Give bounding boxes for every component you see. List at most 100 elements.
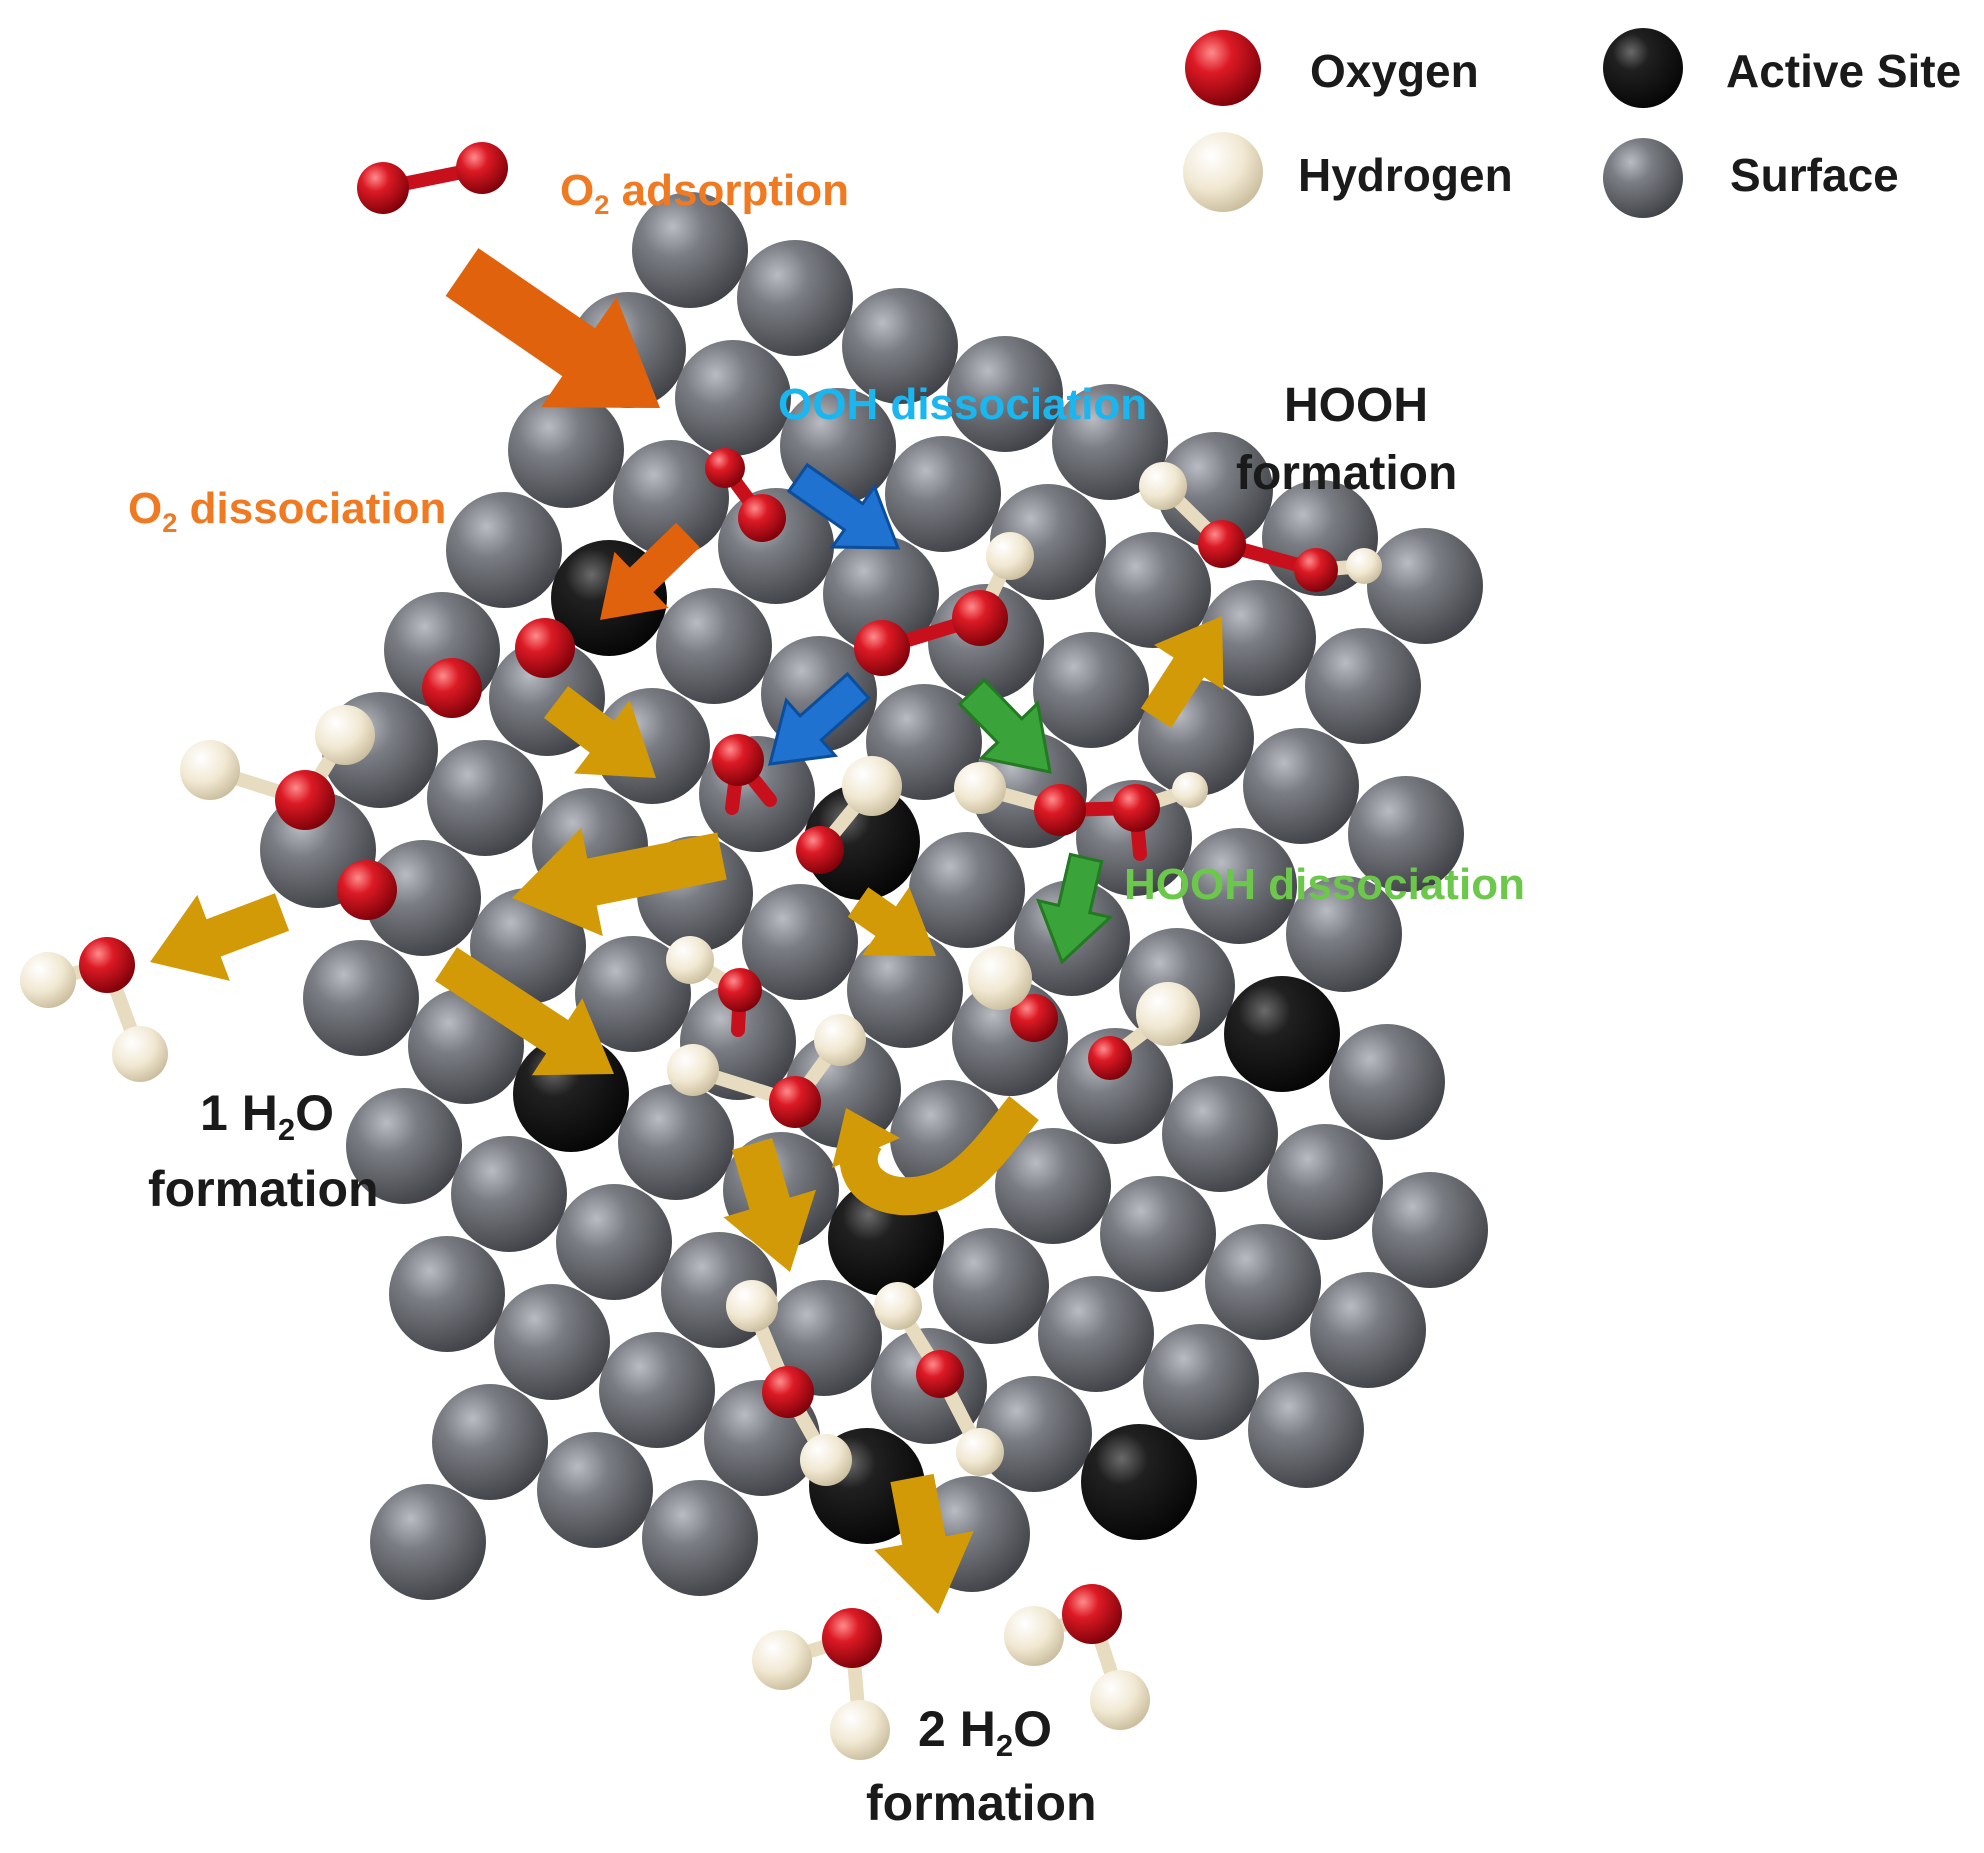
- legend-surface-icon: [1603, 138, 1683, 218]
- legend-active-site-icon: [1603, 28, 1683, 108]
- oxygen-atom: [456, 142, 508, 194]
- hydrogen-atom: [842, 756, 902, 816]
- hydrogen-atom: [180, 740, 240, 800]
- surface-atom: [613, 440, 729, 556]
- oxygen-atom: [738, 494, 786, 542]
- surface-atom: [642, 1480, 758, 1596]
- hydrogen-atom: [830, 1700, 890, 1760]
- one-h2o-label-line1: 1 H2O: [200, 1085, 334, 1147]
- hydrogen-atom: [814, 1014, 866, 1066]
- oxygen-atom: [705, 448, 745, 488]
- two-h2o-desorption-arrow: [874, 1473, 974, 1614]
- surface-atom: [823, 536, 939, 652]
- legend-oxygen-label: Oxygen: [1310, 45, 1479, 97]
- oxygen-atom: [712, 734, 764, 786]
- oh-migration-arrow: [512, 827, 727, 937]
- curved-oh-arrow-head: [832, 1108, 900, 1168]
- surface-atom: [1310, 1272, 1426, 1388]
- oxygen-atom: [1198, 520, 1246, 568]
- surface-atom: [976, 1376, 1092, 1492]
- surface-atom: [847, 932, 963, 1048]
- surface-atom: [618, 1084, 734, 1200]
- oxygen-atom: [275, 770, 335, 830]
- surface-atom: [742, 884, 858, 1000]
- hydrogen-atom: [20, 952, 76, 1008]
- surface-atom: [1095, 532, 1211, 648]
- o-migration-arrow: [543, 686, 656, 778]
- two-h2o-label-line2: formation: [866, 1775, 1097, 1831]
- hydrogen-atom: [1136, 982, 1200, 1046]
- oxygen-atom: [718, 968, 762, 1012]
- o2-adsorption-label: O2 adsorption: [560, 166, 849, 220]
- ooh-to-o-arrow: [767, 671, 871, 766]
- surface-atom: [1348, 776, 1464, 892]
- hydrogen-atom: [1139, 462, 1187, 510]
- oxygen-atom: [357, 162, 409, 214]
- surface-atom: [737, 240, 853, 356]
- hydrogen-atom: [752, 1630, 812, 1690]
- hydrogen-atom: [1346, 548, 1382, 584]
- oxygen-atom: [1112, 784, 1160, 832]
- oxygen-atom: [422, 658, 482, 718]
- hydrogen-atom: [986, 532, 1034, 580]
- hooh-formation-arrow: [957, 677, 1052, 774]
- oxygen-atom: [1088, 1036, 1132, 1080]
- oxygen-atom: [1062, 1584, 1122, 1644]
- oxygen-atom: [337, 860, 397, 920]
- surface-atom: [1038, 1276, 1154, 1392]
- oxygen-atom: [79, 937, 135, 993]
- surface-atom: [1181, 828, 1297, 944]
- hydrogen-atom: [112, 1026, 168, 1082]
- surface-atom: [1286, 876, 1402, 992]
- surface-atom: [1162, 1076, 1278, 1192]
- surface-atom: [933, 1228, 1049, 1344]
- oxygen-atom: [854, 620, 910, 676]
- surface-atom: [432, 1384, 548, 1500]
- surface-atom: [1057, 1028, 1173, 1144]
- surface-atom: [1367, 528, 1483, 644]
- legend-active-site-label: Active Site: [1726, 45, 1962, 97]
- oxygen-atom: [1034, 784, 1086, 836]
- hydrogen-atom: [968, 946, 1032, 1010]
- adsorbed-molecules: [20, 142, 1382, 1760]
- surface-atom: [885, 436, 1001, 552]
- surface-atom: [1052, 384, 1168, 500]
- curved-oh-arrow: [839, 1096, 1039, 1216]
- surface-atom: [947, 336, 1063, 452]
- oxygen-atom: [916, 1350, 964, 1398]
- surface-atom: [1205, 1224, 1321, 1340]
- hydrogen-atom: [874, 1282, 922, 1330]
- surface-atom: [632, 192, 748, 308]
- two-h2o-label-line1: 2 H2O: [918, 1701, 1052, 1763]
- hooh-desorption-arrow: [1140, 616, 1224, 728]
- surface-atom: [995, 1128, 1111, 1244]
- surface-atom: [446, 492, 562, 608]
- surface-atom: [1100, 1176, 1216, 1292]
- surface-atom: [656, 588, 772, 704]
- surface-atom: [1143, 1324, 1259, 1440]
- oxygen-atom: [1010, 994, 1058, 1042]
- ooh-dissociation-arrow: [786, 462, 901, 550]
- surface-atom: [1267, 1124, 1383, 1240]
- surface-atom: [494, 1284, 610, 1400]
- surface-atom: [1157, 432, 1273, 548]
- hooh-formation-label-line1: HOOH: [1284, 379, 1428, 432]
- surface-atom: [1372, 1172, 1488, 1288]
- surface-atom: [508, 392, 624, 508]
- oxygen-atom: [796, 826, 844, 874]
- one-h2o-desorption-arrow: [150, 893, 290, 981]
- hydrogen-atom: [800, 1434, 852, 1486]
- o2-dissociation-arrow: [600, 522, 700, 620]
- oxygen-atom: [762, 1366, 814, 1418]
- hooh-formation-label-line2: formation: [1236, 447, 1458, 500]
- hydrogen-atom: [666, 936, 714, 984]
- surface-atom: [909, 832, 1025, 948]
- ooh-dissociation-label: OOH dissociation: [778, 380, 1148, 429]
- surface-atom: [575, 936, 691, 1052]
- oxygen-atom: [822, 1608, 882, 1668]
- surface-atom: [346, 1088, 462, 1204]
- water-formation-arrow: [723, 1138, 816, 1272]
- oxygen-atom: [1294, 548, 1338, 592]
- hydrogen-atom: [726, 1280, 778, 1332]
